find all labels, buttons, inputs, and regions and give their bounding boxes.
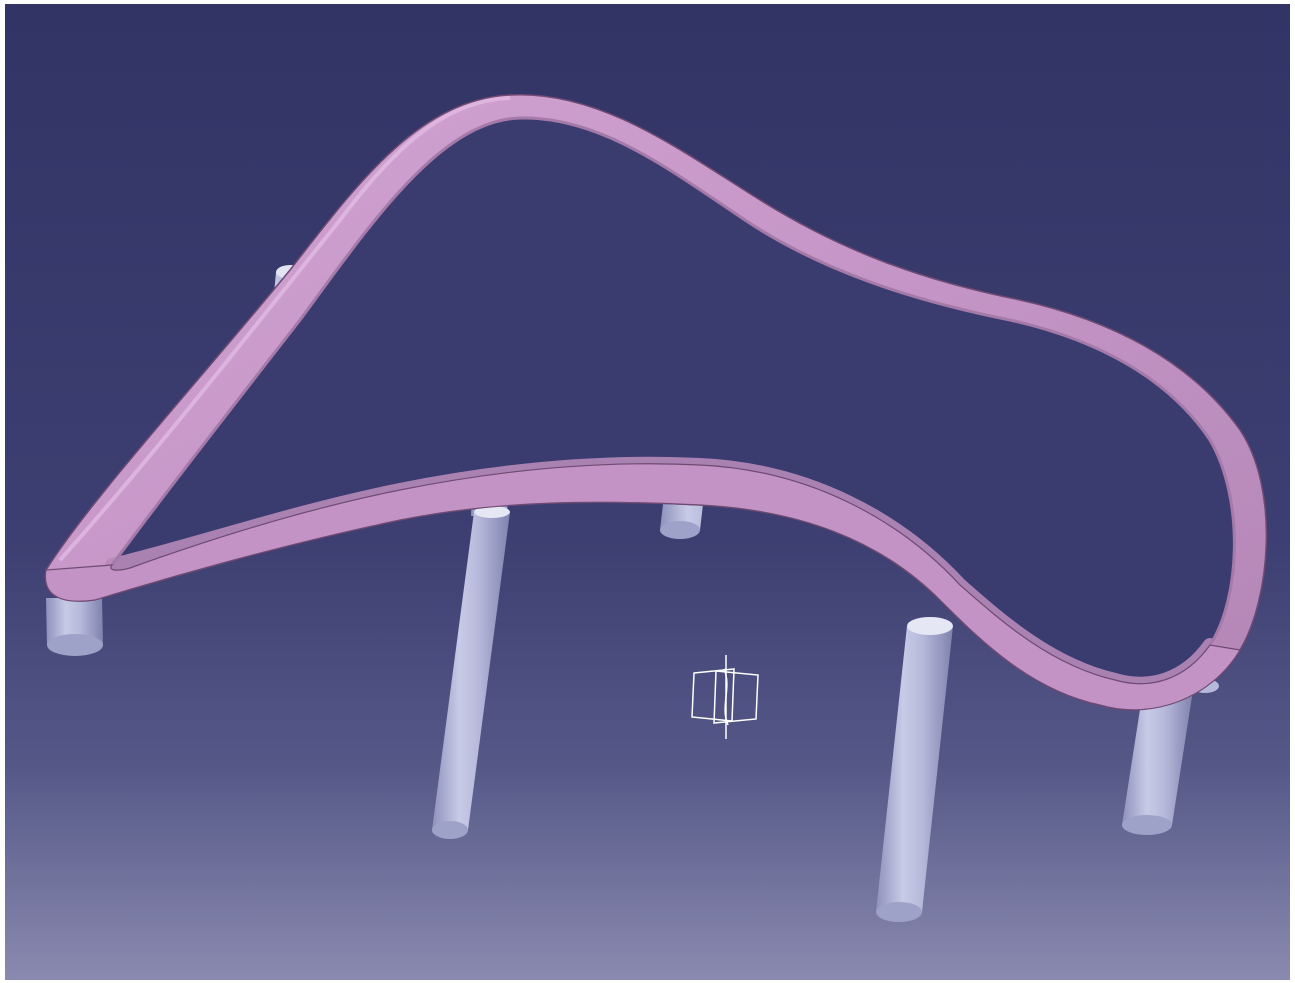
ribbon-front-overlap	[44, 463, 1241, 711]
ribbon-back-rim	[110, 116, 1236, 646]
axis-system-icon[interactable]	[691, 655, 759, 739]
ribbon-highlight	[58, 96, 511, 562]
pillar-group-front	[46, 506, 1219, 922]
pillar-front-right[interactable]	[1122, 679, 1219, 835]
pillar-front-left[interactable]	[46, 598, 103, 656]
pillar-front-right-middle[interactable]	[876, 617, 953, 922]
pillar-front-center[interactable]	[432, 506, 510, 839]
ribbon-inner-opening	[110, 117, 1235, 684]
